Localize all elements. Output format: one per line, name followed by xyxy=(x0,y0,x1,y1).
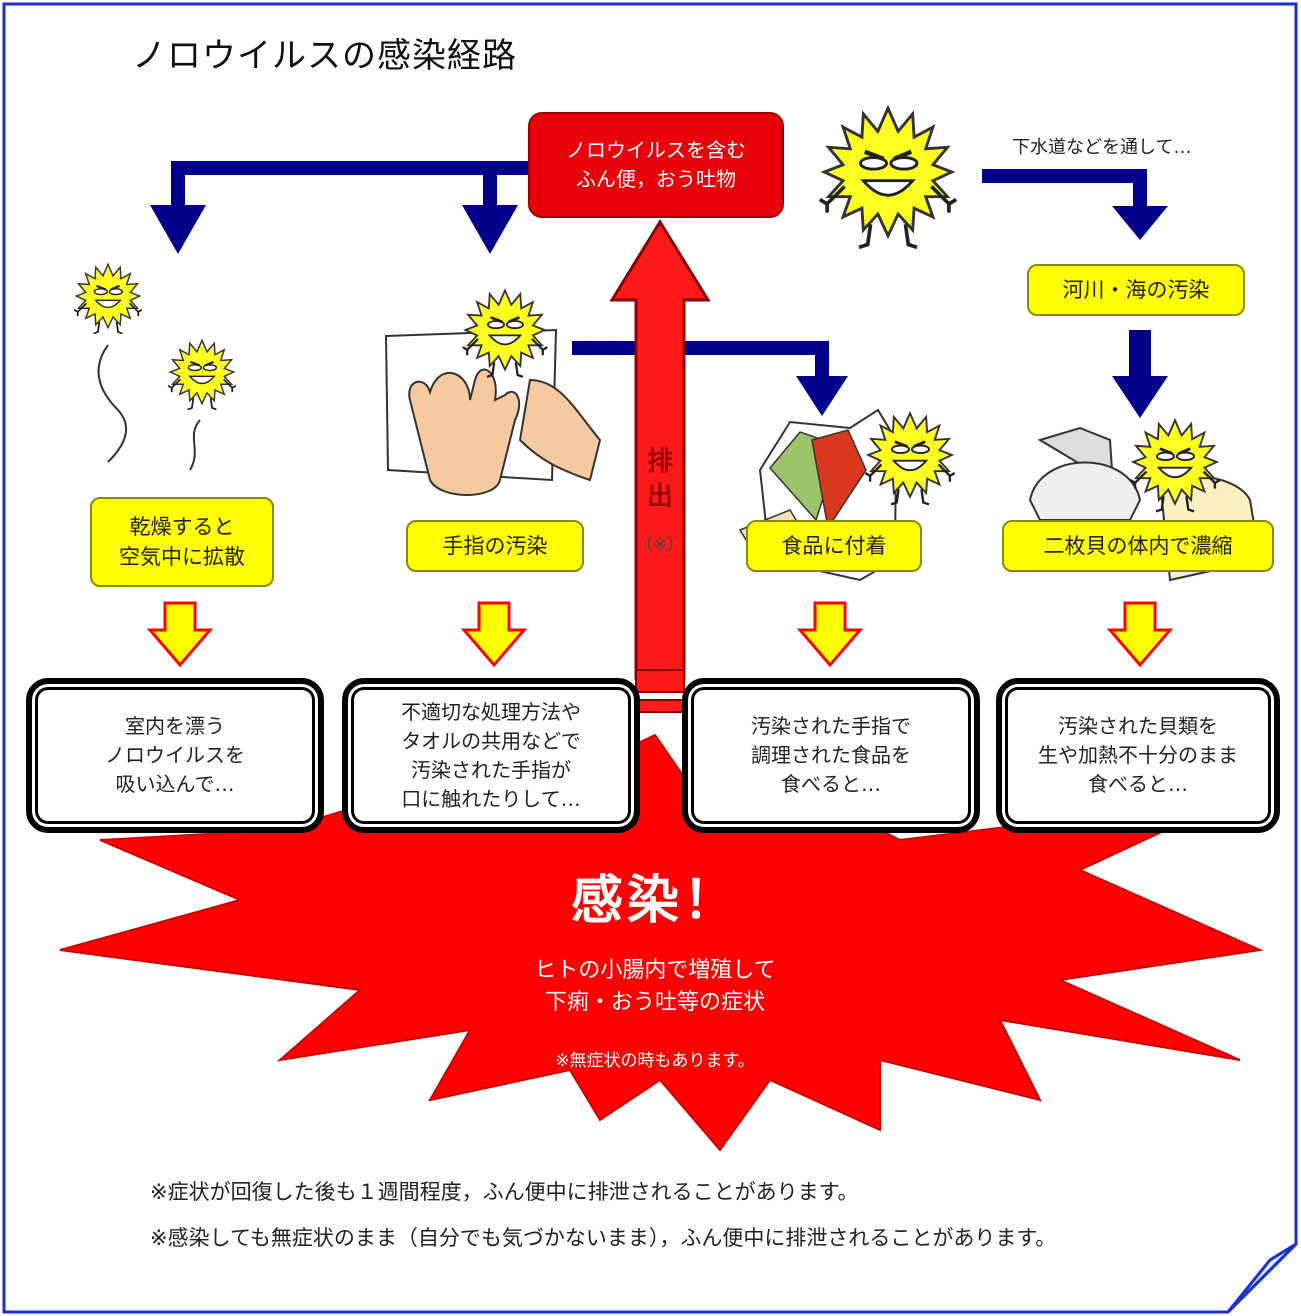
river-sea-label: 河川・海の汚染 xyxy=(1027,264,1245,316)
page-title: ノロウイルスの感染経路 xyxy=(132,36,517,76)
virus-character-icon xyxy=(820,108,956,247)
airborne-virus-icon xyxy=(73,263,237,471)
sewer-note: 下水道などを通して… xyxy=(1012,137,1192,158)
excretion-label: 排 出 xyxy=(646,447,673,513)
route-stage-shellfish: 二枚貝の体内で濃縮 xyxy=(1002,520,1274,572)
footnote-recovery: ※症状が回復した後も１週間程度，ふん便中に排泄されることがあります。 xyxy=(150,1180,859,1204)
route-outcome-hands-text: 不適切な処理方法や タオルの共用などで 汚染された手指が 口に触れたりして… xyxy=(401,699,581,811)
infection-heading: 感染！ xyxy=(570,871,739,931)
route-outcome-hands: 不適切な処理方法や タオルの共用などで 汚染された手指が 口に触れたりして… xyxy=(342,678,640,833)
source-feces-vomit-box: ノロウイルスを含む ふん便，おう吐物 xyxy=(528,112,784,218)
infection-description: ヒトの小腸内で増殖して 下痢・おう吐等の症状 xyxy=(534,958,776,1015)
hands-towel-icon xyxy=(384,289,602,496)
route-stage-food: 食品に付着 xyxy=(746,520,922,572)
route-outcome-shellfish: 汚染された貝類を 生や加熱不十分のまま 食べると… xyxy=(996,678,1280,833)
route-stage-airborne: 乾燥すると 空気中に拡散 xyxy=(90,497,274,587)
route-outcome-food-text: 汚染された手指で 調理された食品を 食べると… xyxy=(751,714,911,796)
route-outcome-food: 汚染された手指で 調理された食品を 食べると… xyxy=(682,678,980,833)
route-outcome-shellfish-text: 汚染された貝類を 生や加熱不十分のまま 食べると… xyxy=(1038,714,1238,796)
route-stage-hands: 手指の汚染 xyxy=(406,520,584,572)
route-outcome-airborne-text: 室内を漂う ノロウイルスを 吸い込んで… xyxy=(105,714,245,796)
route-outcome-airborne: 室内を漂う ノロウイルスを 吸い込んで… xyxy=(26,678,324,833)
infection-note: ※無症状の時もあります。 xyxy=(555,1051,755,1071)
excretion-note: （※） xyxy=(635,535,685,555)
footnote-asymptomatic: ※感染しても無症状のまま（自分でも気づかないまま），ふん便中に排泄されることがあ… xyxy=(150,1226,1057,1250)
